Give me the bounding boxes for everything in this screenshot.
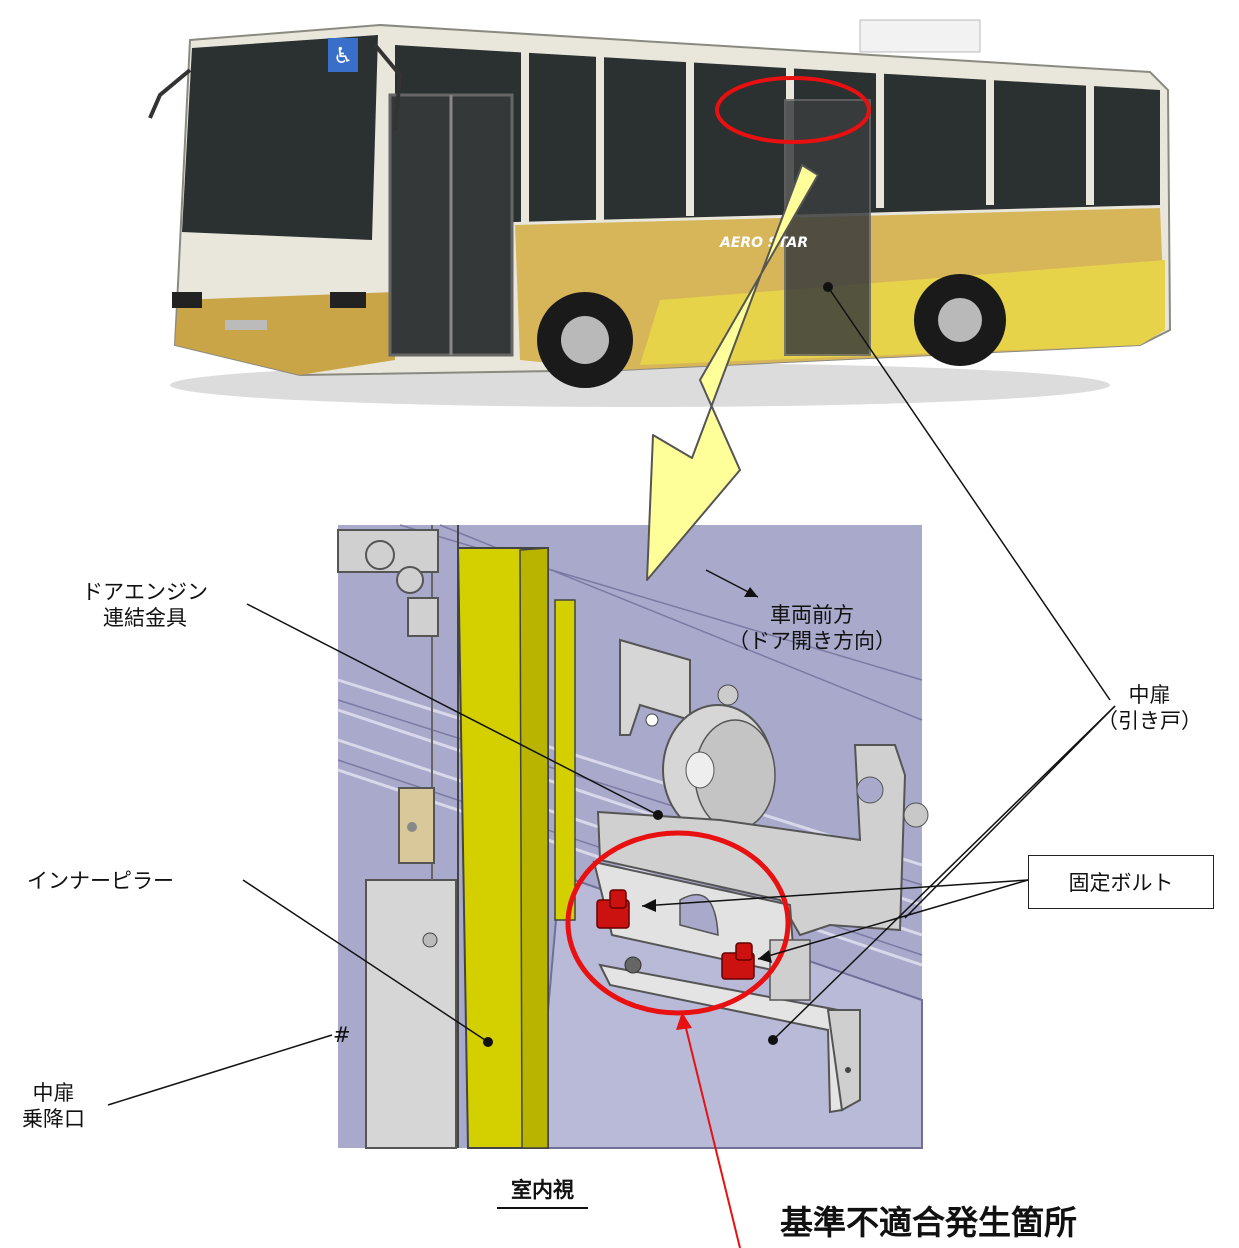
leader-lines [107, 286, 1116, 1106]
label-center-door-line2: （引き戸） [1097, 709, 1202, 733]
wheelchair-icon: ♿ [333, 44, 353, 69]
detail-view [337, 524, 929, 1149]
label-door-engine-bracket: ドアエンジン 連結金具 [82, 579, 208, 631]
label-inner-pillar: インナーピラー [27, 869, 174, 893]
label-vehicle-front-line1: 車両前方 [770, 603, 854, 627]
label-vehicle-front: 車両前方 （ドア開き方向） [728, 602, 896, 654]
label-center-door: 中扉 （引き戸） [1097, 682, 1202, 734]
label-center-door-line1: 中扉 [1128, 683, 1171, 707]
label-nonconformity-location: 基準不適合発生箇所 [780, 1203, 1077, 1242]
label-fixing-bolt-box: 固定ボルト [1028, 855, 1214, 909]
label-interior-view: 室内視 [497, 1174, 588, 1209]
label-entrance-line1: 中扉 [32, 1081, 75, 1105]
label-fixing-bolt: 固定ボルト [1068, 871, 1174, 895]
brand-mark: AERO STAR [719, 235, 808, 251]
label-hash-mark: # [333, 1023, 351, 1047]
zoom-arrow [646, 164, 819, 581]
label-vehicle-front-line2: （ドア開き方向） [728, 629, 896, 653]
label-door-engine-line1: ドアエンジン [82, 580, 208, 604]
nonconformity-ellipse [565, 830, 791, 1016]
label-door-engine-line2: 連結金具 [103, 606, 187, 630]
bus-illustration: ♿ AERO STAR [148, 19, 1172, 407]
bus-highlight-ellipse [715, 76, 871, 144]
label-entrance-line2: 乗降口 [22, 1107, 85, 1131]
label-center-door-entrance: 中扉 乗降口 [22, 1080, 85, 1132]
fixing-bolts [596, 889, 755, 980]
